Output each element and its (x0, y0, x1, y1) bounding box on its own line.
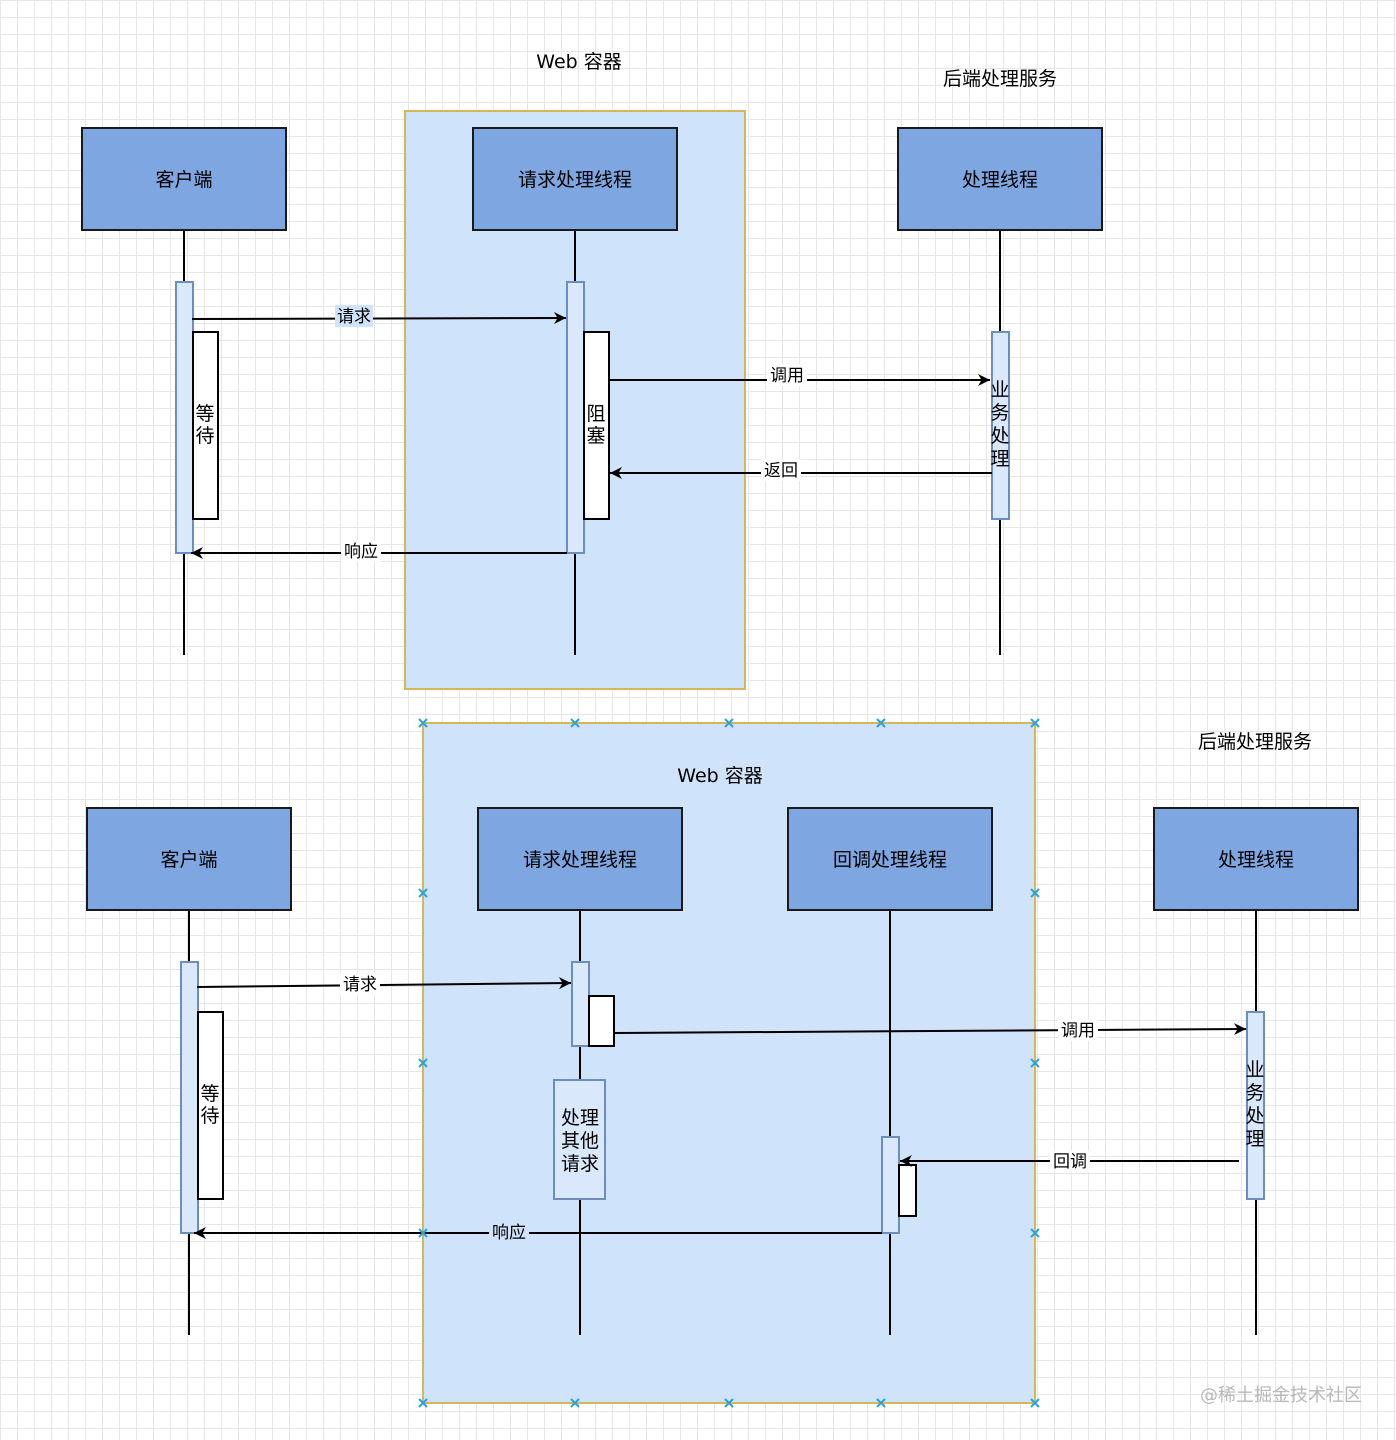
backend-service-label: 后端处理服务 (1198, 731, 1312, 753)
selection-handle-marker[interactable] (1030, 1058, 1040, 1068)
client-wait-box[interactable] (197, 1011, 224, 1200)
message-invoke-label: 调用 (770, 366, 804, 386)
selection-handle-marker[interactable] (876, 1398, 886, 1408)
message-invoke-arrow[interactable] (613, 1023, 1247, 1036)
message-return-label-bg (761, 459, 801, 481)
request-thread-activation[interactable] (566, 281, 585, 554)
participant-request-thread-label: 请求处理线程 (523, 849, 637, 871)
client-wait-box[interactable] (192, 331, 219, 520)
worker-business-label: 业务处理 (990, 379, 1009, 470)
message-request-arrow[interactable] (191, 312, 567, 325)
participant-client[interactable] (86, 807, 292, 911)
participant-callback-thread-label: 回调处理线程 (833, 849, 947, 871)
message-invoke-label-bg (767, 364, 807, 386)
worker-business-activation[interactable] (991, 331, 1010, 520)
selection-handle-marker[interactable] (876, 718, 886, 728)
message-invoke-label: 调用 (1061, 1021, 1095, 1041)
participant-worker-thread[interactable] (897, 127, 1103, 231)
message-response-label-bg (341, 540, 381, 562)
selection-handle-marker[interactable] (570, 718, 580, 728)
participant-worker-thread-label: 处理线程 (962, 169, 1038, 191)
participant-request-thread-label: 请求处理线程 (518, 169, 632, 191)
participant-worker-thread[interactable] (1153, 807, 1359, 911)
handle-other-requests-activation[interactable] (553, 1079, 606, 1200)
participant-worker-thread-label: 处理线程 (1218, 849, 1294, 871)
selection-handle-marker[interactable] (724, 718, 734, 728)
selection-handle-marker[interactable] (418, 1058, 428, 1068)
participant-client[interactable] (81, 127, 287, 231)
selection-handle-marker[interactable] (570, 1398, 580, 1408)
web-container-label: Web 容器 (677, 765, 762, 787)
participant-client-label: 客户端 (160, 849, 217, 871)
message-request-label: 请求 (343, 975, 377, 995)
worker-business-label: 业务处理 (1245, 1059, 1264, 1150)
handle-other-requests-label-line1: 处理 (561, 1107, 599, 1129)
client-activation[interactable] (175, 281, 194, 554)
selection-handle-marker[interactable] (1030, 1228, 1040, 1238)
backend-service-label: 后端处理服务 (943, 68, 1057, 90)
message-invoke-label-bg (1058, 1019, 1098, 1041)
client-activation[interactable] (180, 961, 199, 1234)
request-dispatch-box[interactable] (588, 995, 615, 1047)
client-wait-label: 等待 (195, 403, 214, 447)
message-callback-label-bg (1050, 1150, 1090, 1172)
message-response-label-bg (489, 1221, 529, 1243)
selection-handle-marker[interactable] (418, 1398, 428, 1408)
message-request-label-bg (340, 973, 380, 995)
web-container-label: Web 容器 (536, 51, 621, 73)
message-response-label: 响应 (344, 542, 378, 562)
client-wait-label: 等待 (200, 1083, 219, 1127)
worker-business-activation[interactable] (1246, 1011, 1265, 1200)
diagram-asynchronous: Web 容器 后端处理服务 客户端 请求处理线程 回调处理线程 处理线程 等待 … (86, 718, 1359, 1408)
message-response-label: 响应 (492, 1223, 526, 1243)
selection-handle-marker[interactable] (418, 888, 428, 898)
handle-other-requests-label-line3: 请求 (561, 1153, 599, 1175)
diagram-synchronous: Web 容器 后端处理服务 客户端 请求处理线程 处理线程 等待 阻塞 业务处理… (81, 51, 1103, 690)
selection-handle-marker[interactable] (418, 1228, 428, 1238)
message-request-arrow[interactable] (196, 977, 572, 990)
selection-handle-marker[interactable] (724, 1398, 734, 1408)
participant-request-thread[interactable] (477, 807, 683, 911)
callback-thread-activation[interactable] (881, 1136, 900, 1234)
request-block-label: 阻塞 (586, 403, 605, 447)
selection-handle-marker[interactable] (1030, 718, 1040, 728)
message-callback-label: 回调 (1053, 1152, 1087, 1172)
participant-client-label: 客户端 (155, 169, 212, 191)
participant-request-thread[interactable] (472, 127, 678, 231)
request-block-box[interactable] (583, 331, 610, 520)
message-request-label-bg (335, 305, 373, 327)
handle-other-requests-label-line2: 其他 (561, 1130, 599, 1152)
callback-handle-box[interactable] (898, 1164, 917, 1217)
message-return-label: 返回 (764, 461, 798, 481)
watermark-text: @稀土掘金技术社区 (1200, 1385, 1362, 1406)
message-request-label: 请求 (337, 307, 371, 327)
participant-callback-thread[interactable] (787, 807, 993, 911)
selection-handle-marker[interactable] (1030, 1398, 1040, 1408)
request-thread-activation[interactable] (571, 961, 590, 1047)
selection-handle-marker[interactable] (418, 718, 428, 728)
selection-handle-marker[interactable] (1030, 888, 1040, 898)
selection-handles[interactable] (418, 718, 1040, 1408)
